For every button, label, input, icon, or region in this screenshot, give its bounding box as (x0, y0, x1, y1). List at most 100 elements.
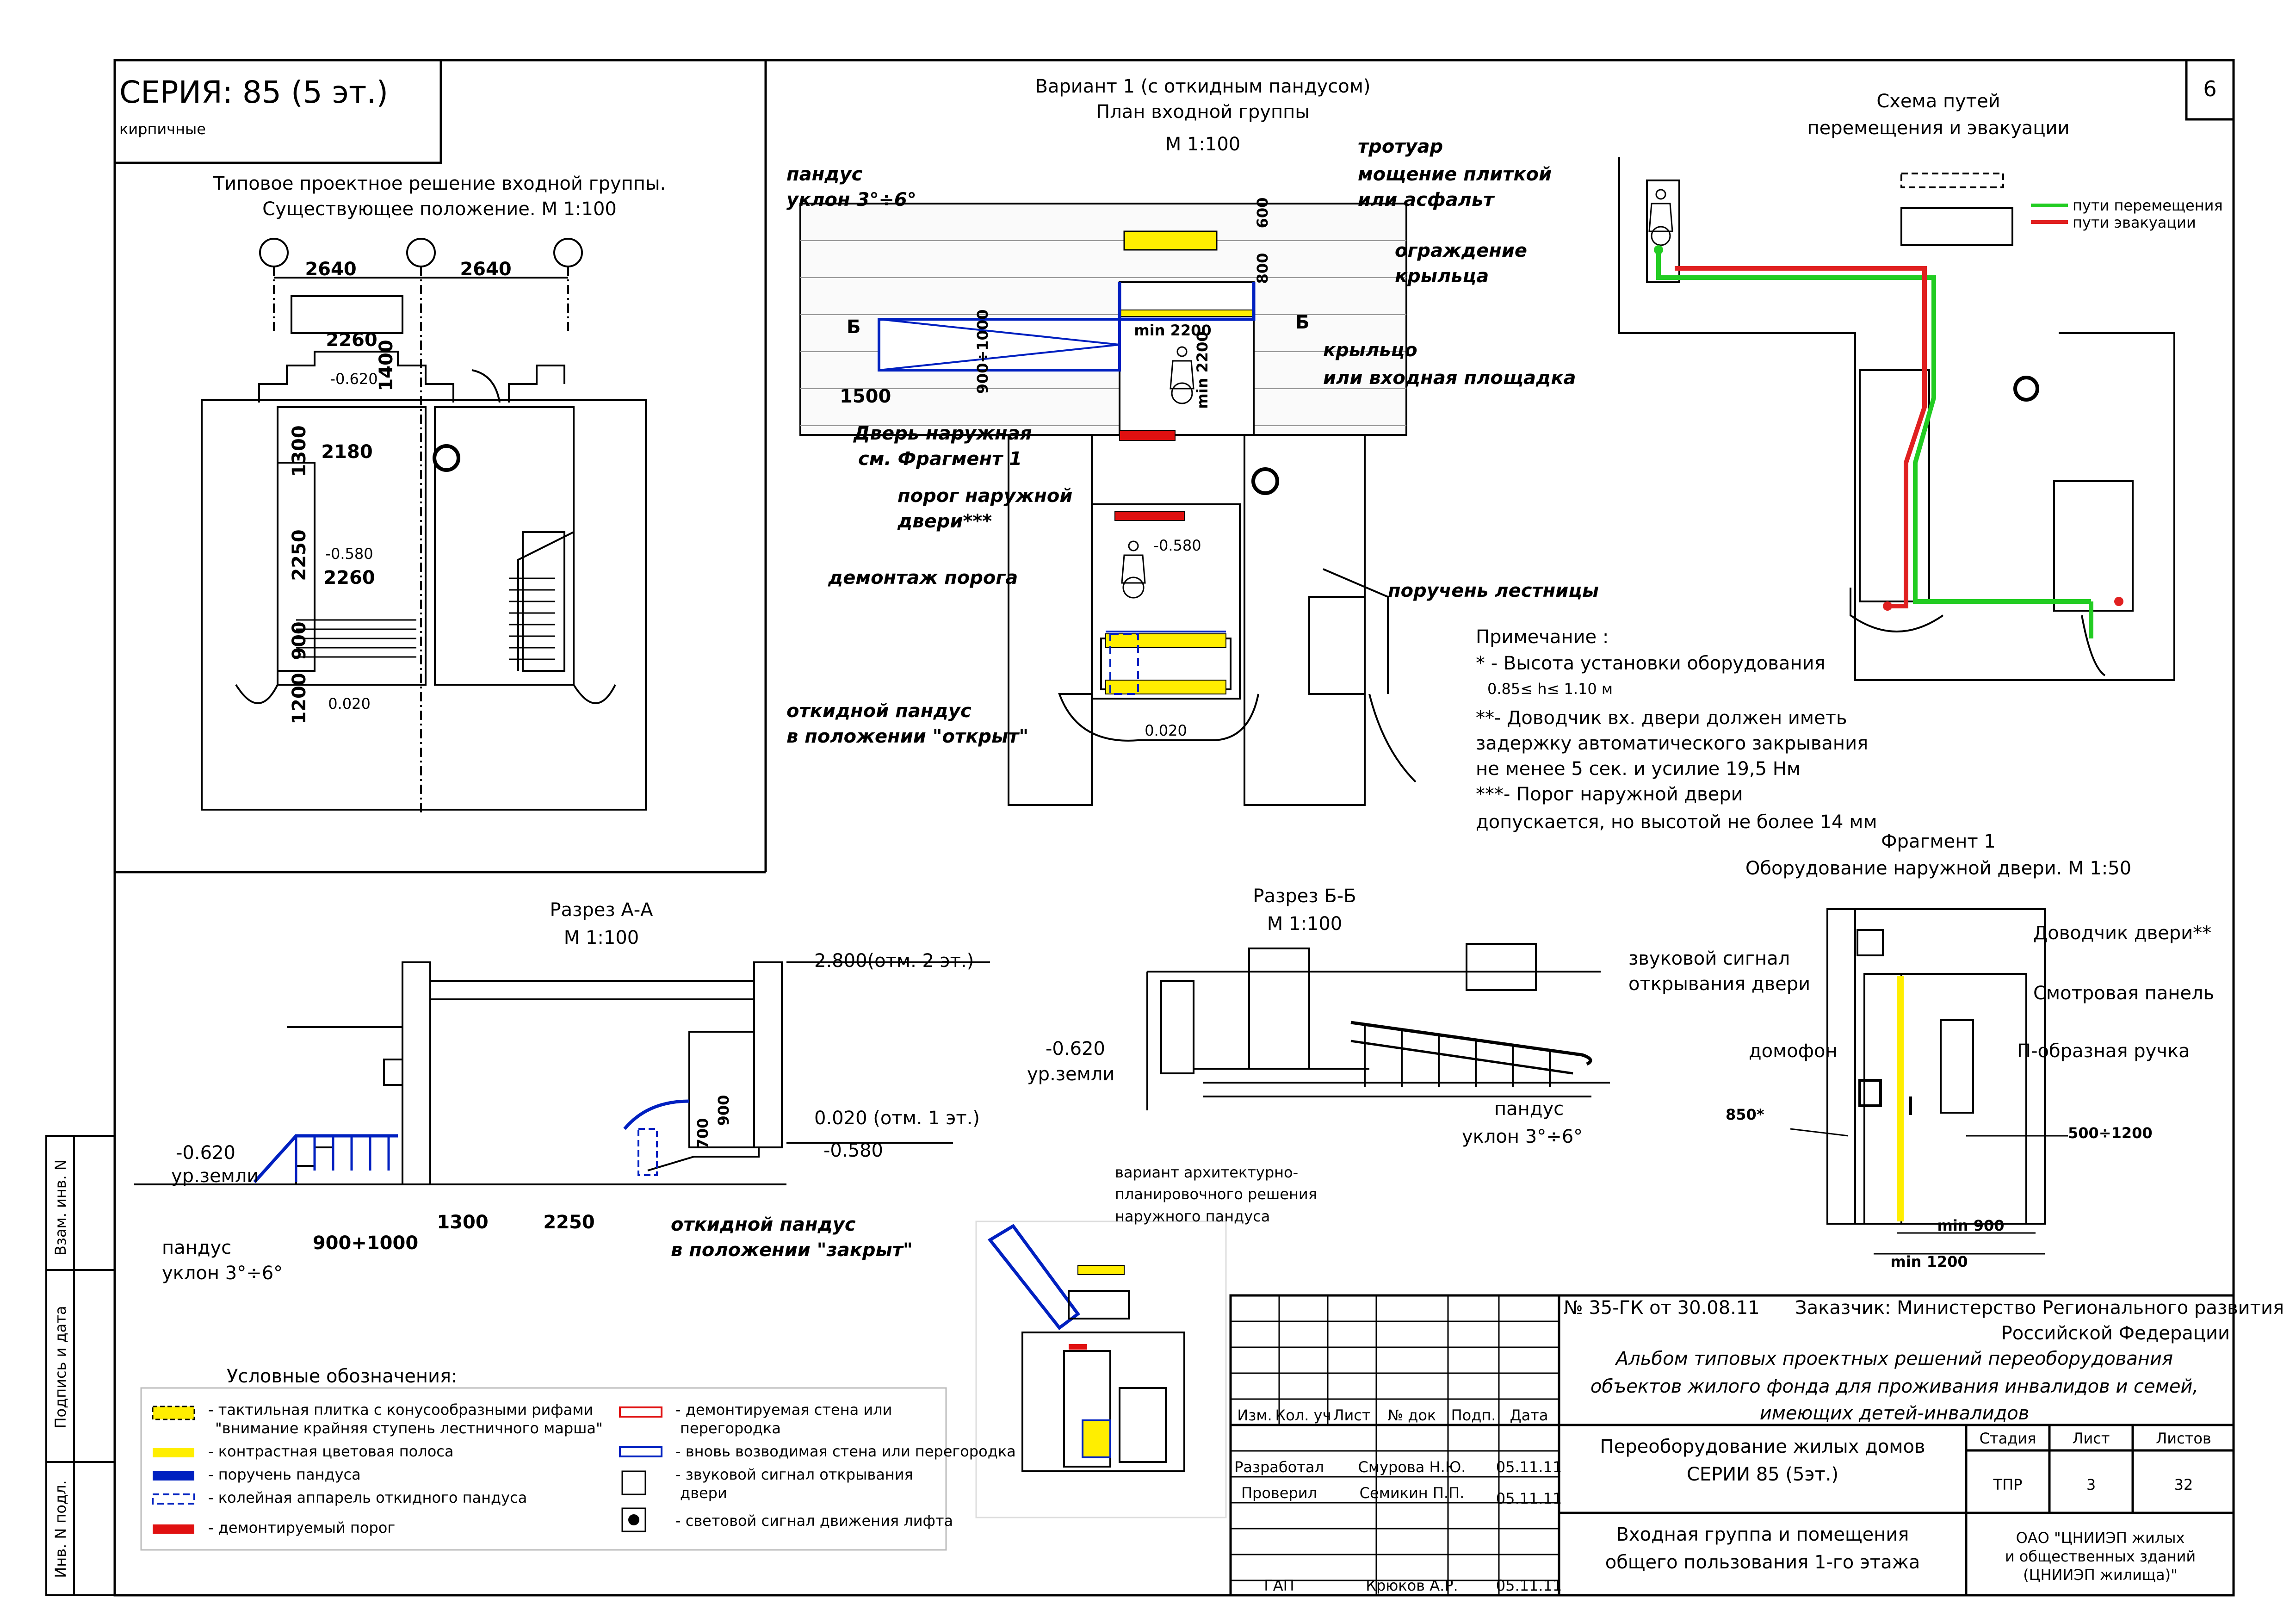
title-staff-name-3: Крюков А.Р. (1366, 1577, 1458, 1594)
title-staff-name-1: Смурова Н.Ю. (1358, 1458, 1466, 1476)
wheelchair-icon (1170, 346, 1194, 404)
section-aa-level-1: 0.020 (отм. 1 эт.) (814, 1108, 980, 1129)
section-aa-scale: М 1:100 (564, 927, 639, 948)
fragment-panel: Смотровая панель (2033, 983, 2214, 1004)
existing-dim-1400: 1400 (376, 340, 397, 391)
path-scheme: Схема путей перемещения и эвакуации пути… (1618, 91, 2223, 681)
existing-dim-2260a: 2260 (326, 329, 377, 351)
title-header-izm: Изм. (1237, 1406, 1272, 1424)
legend-right-5: двери (680, 1484, 727, 1502)
legend-left-2: "внимание крайняя ступень лестничного ма… (215, 1419, 603, 1437)
legend-right-2: перегородка (680, 1419, 781, 1437)
variant1-dim-800: 800 (1254, 253, 1271, 284)
variant1-level-0020: 0.020 (1145, 722, 1187, 739)
variant1-fence-2: крыльца (1395, 266, 1489, 287)
section-aa-level-0580: -0.580 (823, 1140, 883, 1161)
variant1-porch-2: или входная площадка (1323, 367, 1576, 389)
fragment-handle: П-образная ручка (2017, 1041, 2190, 1062)
title-org-1: ОАО "ЦНИИЭП жилых (2016, 1529, 2185, 1547)
section-aa-dim-900: 900 (715, 1095, 732, 1126)
fragment-title-2: Оборудование наружной двери. М 1:50 (1745, 858, 2131, 879)
sheet-number: 6 (2203, 76, 2216, 101)
fragment-sound-1: звуковой сигнал (1628, 948, 1790, 969)
legend-left-3: - контрастная цветовая полоса (208, 1443, 453, 1460)
legend-left-5: - колейная аппарель откидного пандуса (208, 1489, 527, 1506)
notes-line-5: не менее 5 сек. и усилие 19,5 Нм (1476, 758, 1801, 780)
side-stamp-inventory: Инв. N подл. (52, 1480, 69, 1578)
variant1-sidewalk-3: или асфальт (1358, 189, 1495, 211)
title-stage-value: ТПР (1993, 1476, 2023, 1493)
legend-right-4: - звуковой сигнал открывания (675, 1466, 913, 1483)
scheme-legend-movement: пути перемещения (2073, 197, 2223, 214)
variant1-plan: Вариант 1 (с откидным пандусом) План вхо… (786, 76, 1599, 806)
title-staff-date-2: 05.11.11 (1496, 1490, 1562, 1507)
existing-dim-2180: 2180 (321, 441, 372, 463)
section-bb-ramp-1: пандус (1494, 1098, 1564, 1120)
title-header-date: Дата (1510, 1406, 1548, 1424)
wheelchair-icon (1648, 189, 1673, 246)
notes-line-7: допускается, но высотой не более 14 мм (1476, 812, 1877, 833)
variant1-sidewalk-1: тротуар (1358, 136, 1443, 157)
fragment-title-1: Фрагмент 1 (1881, 831, 1996, 852)
legend-right-3: - вновь возводимая стена или перегородка (675, 1443, 1016, 1460)
section-aa-ground: ур.земли (171, 1165, 259, 1187)
variant1-dim-1500: 1500 (840, 386, 891, 407)
notes-title: Примечание : (1476, 626, 1609, 648)
variant1-dismantle: демонтаж порога (828, 567, 1018, 588)
title-contract: № 35-ГК от 30.08.11 (1564, 1297, 1760, 1319)
notes-block: Примечание : * - Высота установки оборуд… (1476, 626, 1877, 833)
existing-dim-1200: 1200 (289, 673, 310, 724)
variant1-handrail: поручень лестницы (1388, 580, 1599, 601)
legend-title: Условные обозначения: (227, 1366, 458, 1387)
title-block: Изм. Кол. уч Лист № док Подп. Дата Разра… (1229, 1294, 2284, 1597)
scheme-legend-evacuation: пути эвакуации (2073, 214, 2196, 231)
side-stamp (45, 1135, 116, 1596)
wheelchair-icon (1121, 540, 1146, 599)
existing-level-0580: -0.580 (325, 545, 373, 563)
section-aa-dim-700: 700 (694, 1118, 712, 1149)
fragment-sound-2: открывания двери (1628, 973, 1810, 995)
existing-dim-2250: 2250 (289, 529, 310, 581)
title-album-2: объектов жилого фонда для проживания инв… (1590, 1376, 2198, 1397)
section-aa-title: Разрез А-А (550, 899, 653, 921)
variant1-cut-b-right: Б (1295, 312, 1310, 333)
variant1-threshold-1: порог наружной (897, 485, 1072, 507)
variant1-sidewalk-2: мощение плиткой (1358, 164, 1552, 185)
title-project-2: СЕРИИ 85 (5эт.) (1687, 1464, 1838, 1485)
notes-line-6: ***- Порог наружной двери (1476, 784, 1743, 805)
variant1-foldramp-1: откидной пандус (786, 700, 972, 722)
fragment-dim-500-1200: 500÷1200 (2068, 1124, 2153, 1142)
alt-variant-line-3: наружного пандуса (1115, 1208, 1270, 1225)
title-staff-date-3: 05.11.11 (1496, 1577, 1562, 1594)
existing-title-1: Типовое проектное решение входной группы… (213, 173, 666, 194)
side-stamp-replace: Взам. инв. N (52, 1159, 69, 1256)
sheet-frame (113, 59, 2235, 1597)
side-stamp-signature: Подпись и дата (52, 1306, 69, 1428)
section-bb-ramp-2: уклон 3°÷6° (1462, 1126, 1583, 1147)
variant1-fence-1: ограждение (1395, 240, 1527, 261)
title-org-2: и общественных зданий (2005, 1548, 2196, 1565)
section-bb-ground: ур.земли (1027, 1064, 1114, 1085)
legend-left-6: - демонтируемый порог (208, 1519, 395, 1536)
legend-left-1: - тактильная плитка с конусообразными ри… (208, 1401, 593, 1419)
variant1-dim-900-1000: 900÷1000 (974, 310, 991, 394)
variant1-cut-b-left: Б (847, 316, 861, 338)
existing-dim-1300: 1300 (289, 425, 310, 477)
existing-dim-900: 900 (289, 621, 310, 660)
notes-line-2: 0.85≤ h≤ 1.10 м (1487, 680, 1613, 698)
alt-variant-line-2: планировочного решения (1115, 1185, 1317, 1203)
series-subtitle: кирпичные (119, 120, 206, 138)
legend: Условные обозначения: - тактильная плитк… (140, 1366, 1016, 1551)
alt-variant: вариант архитектурно- планировочного реш… (975, 1164, 1317, 1518)
title-staff-date-1: 05.11.11 (1496, 1458, 1562, 1476)
section-aa-dim-900-1000: 900+1000 (313, 1233, 418, 1254)
fragment-dim-850: 850* (1726, 1106, 1764, 1123)
variant1-dim-2200b: min 2200 (1194, 331, 1211, 409)
title-customer-1: Заказчик: Министерство Регионального раз… (1795, 1297, 2284, 1319)
title-sheet-header: Лист (2072, 1430, 2110, 1447)
title-sheets-header: Листов (2156, 1430, 2211, 1447)
title-header-kol: Кол. уч (1275, 1406, 1331, 1424)
variant1-ramp-label-1: пандус (786, 164, 863, 185)
section-aa-dim-2250: 2250 (543, 1212, 594, 1233)
title-org-3: (ЦНИИЭП жилища)" (2023, 1566, 2178, 1584)
